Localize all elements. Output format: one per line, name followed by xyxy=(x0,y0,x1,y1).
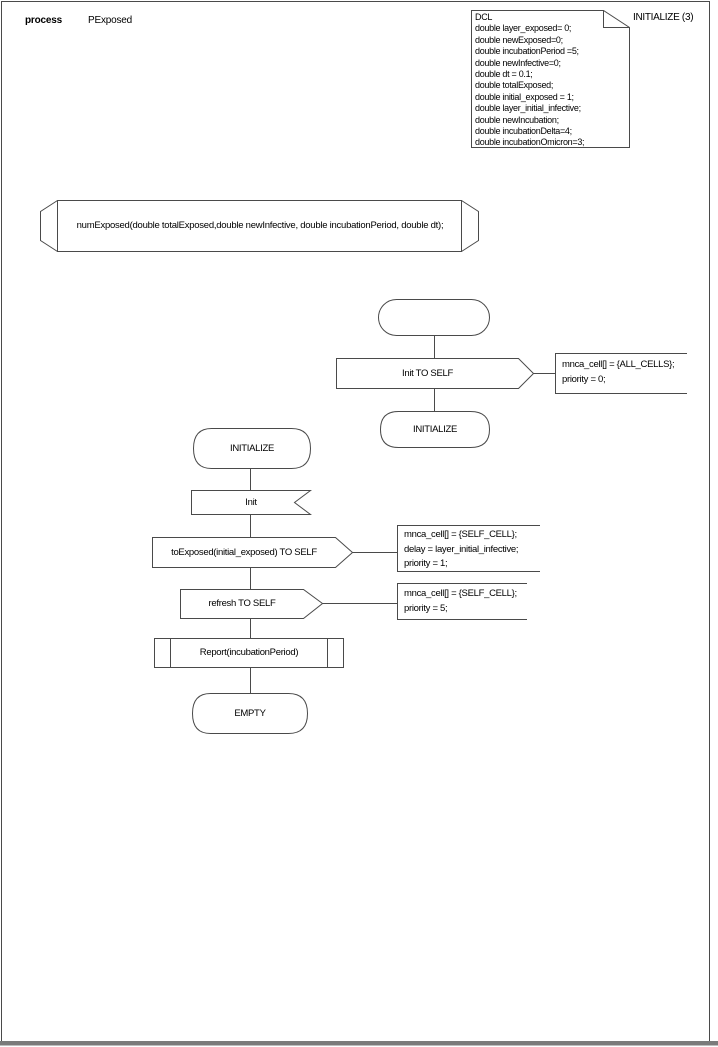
comment-2-text: mnca_cell[] = {SELF_CELL}; delay = layer… xyxy=(404,529,519,570)
procedure-call-symbol[interactable] xyxy=(154,638,344,668)
comment-box-1-shape[interactable] xyxy=(555,353,688,394)
procedure-declaration-right-cap xyxy=(461,200,479,252)
output-refresh-label: refresh TO SELF xyxy=(208,598,276,610)
diagram-page-label: INITIALIZE (3) xyxy=(633,12,694,23)
procedure-declaration-text: numExposed(double totalExposed,double ne… xyxy=(76,220,444,232)
procedure-call-label: Report(incubationPeriod) xyxy=(199,647,299,659)
state-empty-label: EMPTY xyxy=(234,707,266,719)
process-kind-label: process xyxy=(25,15,62,26)
process-name-label: PExposed xyxy=(88,15,132,26)
comment-3-text: mnca_cell[] = {SELF_CELL}; priority = 5; xyxy=(404,588,517,614)
output-symbol-refresh[interactable] xyxy=(180,589,324,619)
output-symbol-init-to-self[interactable] xyxy=(336,358,535,389)
declarations-note-fold xyxy=(603,10,630,28)
output-symbol-toexposed[interactable] xyxy=(152,537,354,568)
declarations-note-shape[interactable] xyxy=(471,10,630,148)
input-init-label: Init xyxy=(245,496,257,508)
procedure-declaration-left-cap xyxy=(40,200,58,252)
comment-box-2-shape[interactable] xyxy=(397,525,541,572)
start-symbol[interactable] xyxy=(378,299,490,336)
output-toexposed-label: toExposed(initial_exposed) TO SELF xyxy=(171,546,317,558)
state-initialize-label: INITIALIZE xyxy=(230,442,274,454)
comment-box-3-shape[interactable] xyxy=(397,583,528,620)
state-initialize-next-label: INITIALIZE xyxy=(413,423,457,435)
page-shadow-bottom xyxy=(0,1041,718,1046)
declarations-text: DCL double layer_exposed= 0; double newE… xyxy=(475,12,585,148)
input-symbol-init[interactable] xyxy=(191,490,312,515)
state-symbol-empty[interactable] xyxy=(191,693,309,734)
comment-1-text: mnca_cell[] = {ALL_CELLS}; priority = 0; xyxy=(562,359,675,385)
output-init-to-self-label: Init TO SELF xyxy=(402,367,453,379)
state-symbol-initialize[interactable] xyxy=(192,428,312,469)
state-symbol-initialize-next[interactable] xyxy=(379,411,491,448)
